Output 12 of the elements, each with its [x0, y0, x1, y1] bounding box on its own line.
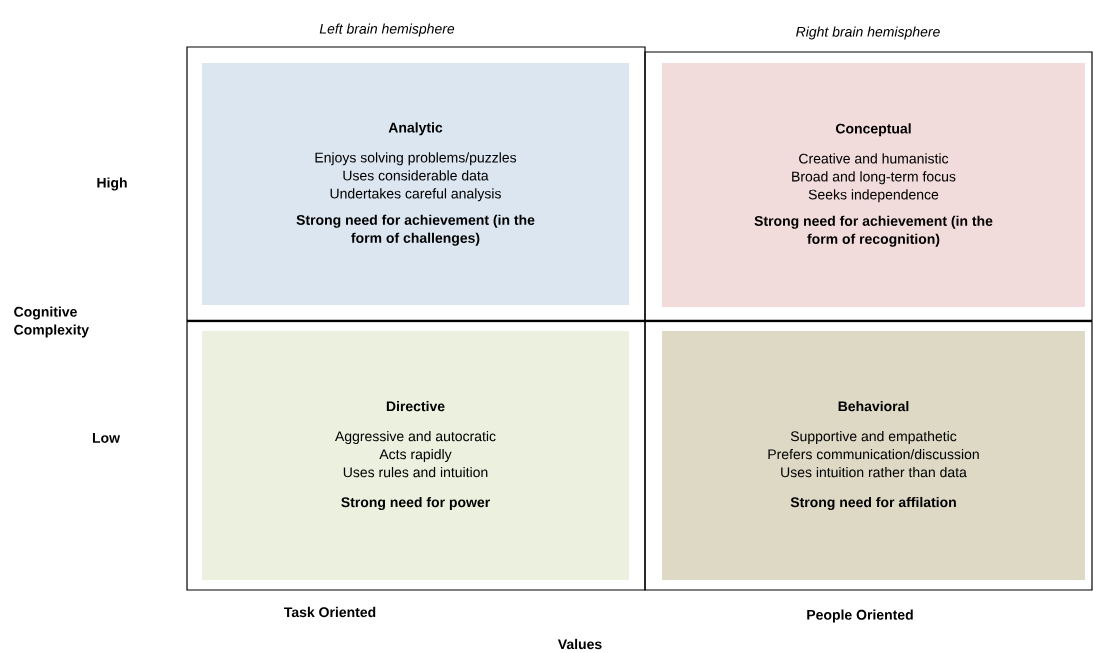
column-heading: Right brain hemisphere [796, 26, 940, 40]
axis-label: Values [557, 638, 602, 650]
axis-label: Cognitive Complexity [14, 306, 89, 338]
quadrant-box: Conceptual Creative and humanistic Broad and long-term focus Seeks independence Strong need for achievement (in the form of recognition) [662, 63, 1085, 307]
quadrant-box: Analytic Enjoys solving problems/puzzles Uses considerable data Undertakes careful analysis Strong need for achievement (in the form of challenges) [202, 63, 629, 305]
row-label: High [97, 177, 127, 191]
column-heading: Left brain hemisphere [319, 23, 455, 37]
quadrant-box: Behavioral Supportive and empathetic Prefers communication/discussion Uses intuition rather than data Strong need for affilation [662, 330, 1085, 581]
axis-label: People Oriented [807, 609, 913, 623]
row-label: Low [92, 433, 121, 443]
axis-label: Task Oriented [284, 606, 376, 618]
quadrant-box: Directive Aggressive and autocratic Acts rapidly Uses rules and intuition Strong need for power [202, 330, 629, 581]
